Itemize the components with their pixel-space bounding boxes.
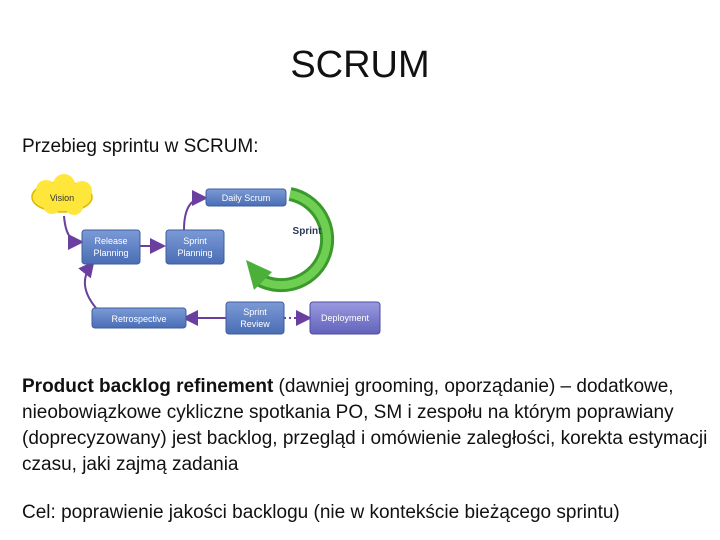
refinement-term: Product backlog refinement bbox=[22, 376, 274, 397]
sprint-review-label-1: Sprint bbox=[243, 307, 267, 317]
sprint-review-label-2: Review bbox=[240, 319, 270, 329]
deployment-box bbox=[309, 301, 381, 335]
retrospective-box bbox=[91, 307, 187, 329]
daily-scrum-box bbox=[205, 188, 287, 207]
retrospective-label: Retrospective bbox=[111, 314, 166, 324]
arrow-retro-to-release bbox=[78, 260, 97, 309]
arrow-vision-to-release bbox=[63, 215, 84, 250]
goal-text: Cel: poprawienie jakości backlogu (nie w… bbox=[22, 502, 620, 523]
sprint-planning-label-1: Sprint bbox=[183, 236, 207, 246]
vision-label: Vision bbox=[50, 193, 74, 203]
sprint-planning-label-2: Planning bbox=[177, 248, 212, 258]
deployment-label: Deployment bbox=[321, 313, 370, 323]
daily-scrum-label: Daily Scrum bbox=[222, 193, 271, 203]
sprint-label: Sprint bbox=[293, 226, 323, 237]
refinement-description: (dawniej grooming, oporządanie) – dodatk… bbox=[22, 376, 708, 475]
vision-cloud bbox=[31, 174, 93, 215]
sprint-review-box bbox=[225, 301, 285, 335]
arrow-sprint-planning-to-daily bbox=[183, 190, 208, 231]
scrum-sprint-diagram: Sprint Vision Daily Scrum Release Planni… bbox=[31, 174, 381, 335]
sprint-cycle-arrow bbox=[246, 187, 335, 293]
release-planning-label-2: Planning bbox=[93, 248, 128, 258]
intro-text: Przebieg sprintu w SCRUM: bbox=[22, 136, 259, 157]
release-planning-box bbox=[81, 229, 141, 265]
slide-title: SCRUM bbox=[290, 44, 430, 86]
sprint-planning-box bbox=[165, 229, 225, 265]
refinement-paragraph: Product backlog refinement (dawniej groo… bbox=[22, 374, 712, 478]
release-planning-label-1: Release bbox=[94, 236, 127, 246]
